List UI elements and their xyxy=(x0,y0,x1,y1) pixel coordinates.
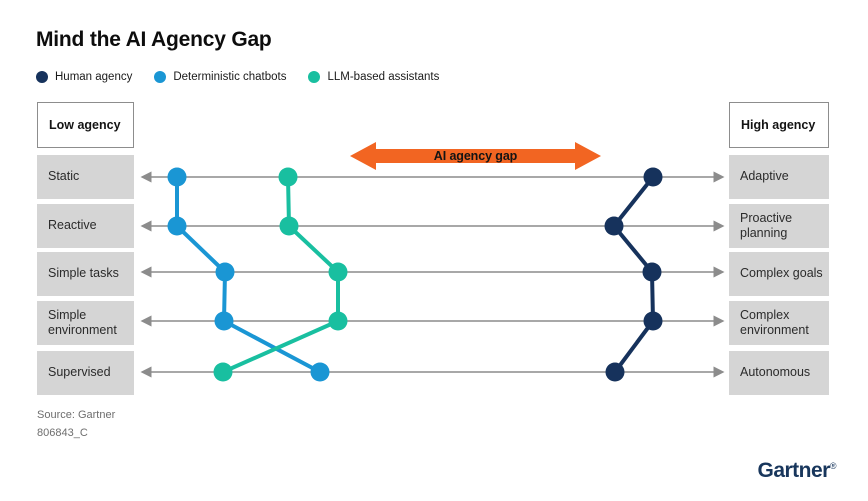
data-point[interactable] xyxy=(604,216,624,236)
legend-dot-icon xyxy=(154,71,167,83)
ai-agency-gap-arrow-icon xyxy=(350,142,601,170)
legend-item-llm-assistants: LLM-based assistants xyxy=(308,71,439,83)
series-nodes-deterministic-chatbots xyxy=(167,167,330,382)
row-label-left-simple-tasks: Simple tasks xyxy=(37,252,134,296)
axis-lines xyxy=(140,171,725,378)
row-label-right-adaptive: Adaptive xyxy=(729,155,829,199)
row-label-left-simple-environment: Simple environment xyxy=(37,301,134,345)
high-agency-header: High agency xyxy=(729,102,829,148)
data-point[interactable] xyxy=(310,362,330,382)
data-point[interactable] xyxy=(642,262,662,282)
row-label-right-proactive-planning: Proactive planning xyxy=(729,204,829,248)
data-point[interactable] xyxy=(278,167,298,187)
data-point[interactable] xyxy=(214,311,234,331)
legend-item-label: Human agency xyxy=(55,71,133,83)
series-nodes-llm-assistants xyxy=(213,167,348,382)
data-point[interactable] xyxy=(643,167,663,187)
source-line-2: 806843_C xyxy=(37,427,88,440)
legend-dot-icon xyxy=(36,71,48,83)
legend-item-deterministic-chatbots: Deterministic chatbots xyxy=(154,71,286,83)
row-label-left-reactive: Reactive xyxy=(37,204,134,248)
registered-trademark-icon: ® xyxy=(829,461,837,471)
data-point[interactable] xyxy=(605,362,625,382)
row-label-left-static: Static xyxy=(37,155,134,199)
legend: Human agency Deterministic chatbots LLM-… xyxy=(36,71,439,83)
source-line-1: Source: Gartner xyxy=(37,409,116,421)
row-label-right-complex-goals: Complex goals xyxy=(729,252,829,296)
row-label-right-autonomous: Autonomous xyxy=(729,351,829,395)
data-point[interactable] xyxy=(215,262,235,282)
series-nodes-human-agency xyxy=(604,167,663,382)
series-line-human-agency xyxy=(612,175,655,374)
legend-item-label: LLM-based assistants xyxy=(327,71,440,83)
data-point[interactable] xyxy=(167,216,187,236)
data-point[interactable] xyxy=(167,167,187,187)
series-line-llm-assistants xyxy=(221,175,340,374)
row-label-left-supervised: Supervised xyxy=(37,351,134,395)
data-point[interactable] xyxy=(328,311,348,331)
data-point[interactable] xyxy=(643,311,663,331)
ai-agency-gap-label: AI agency gap xyxy=(433,149,518,163)
data-point[interactable] xyxy=(213,362,233,382)
legend-dot-icon xyxy=(308,71,321,83)
row-label-right-complex-environment: Complex environment xyxy=(729,301,829,345)
page-title: Mind the AI Agency Gap xyxy=(36,28,272,51)
source-note: Source: Gartner 806843_C xyxy=(37,406,115,442)
gartner-logo: Gartner® xyxy=(758,459,837,483)
legend-item-human-agency: Human agency xyxy=(36,71,132,83)
legend-item-label: Deterministic chatbots xyxy=(173,71,287,83)
gartner-logo-text: Gartner xyxy=(757,459,831,482)
data-point[interactable] xyxy=(328,262,348,282)
data-point[interactable] xyxy=(279,216,299,236)
series-line-deterministic-chatbots xyxy=(175,175,322,374)
low-agency-header: Low agency xyxy=(37,102,134,148)
